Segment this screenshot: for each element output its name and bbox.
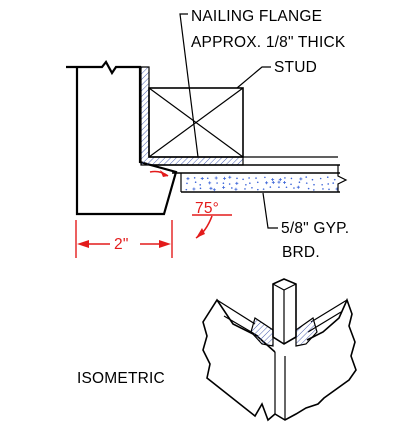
isometric-label: ISOMETRIC <box>77 370 165 387</box>
stud <box>148 87 244 158</box>
isometric-view: ISOMETRIC <box>77 278 357 422</box>
gypsum-board <box>150 164 348 193</box>
section-view: 75° 2" NAILING FLANGE APPROX. 1/8" THICK… <box>66 8 349 261</box>
stud-leader <box>236 66 271 89</box>
dimension-2in: 2" <box>75 220 173 258</box>
flange-label-line2: APPROX. 1/8" THICK <box>191 34 346 51</box>
nailing-flange <box>140 66 244 166</box>
dimension-label: 2" <box>114 236 129 253</box>
frame-profile <box>66 60 178 216</box>
stud-label: STUD <box>274 59 317 76</box>
angle-annotation: 75° <box>149 170 232 239</box>
angle-label: 75° <box>195 200 219 217</box>
flange-leader <box>179 13 199 158</box>
iso-flange-left <box>250 317 274 347</box>
gyp-leader <box>262 192 278 229</box>
gyp-label-line2: BRD. <box>282 244 320 261</box>
iso-flange-right <box>295 317 318 347</box>
gyp-label-line1: 5/8" GYP. <box>281 220 349 237</box>
iso-left-wall <box>202 298 276 422</box>
flange-label-line1: NAILING FLANGE <box>191 8 322 25</box>
iso-right-wall <box>274 297 357 421</box>
